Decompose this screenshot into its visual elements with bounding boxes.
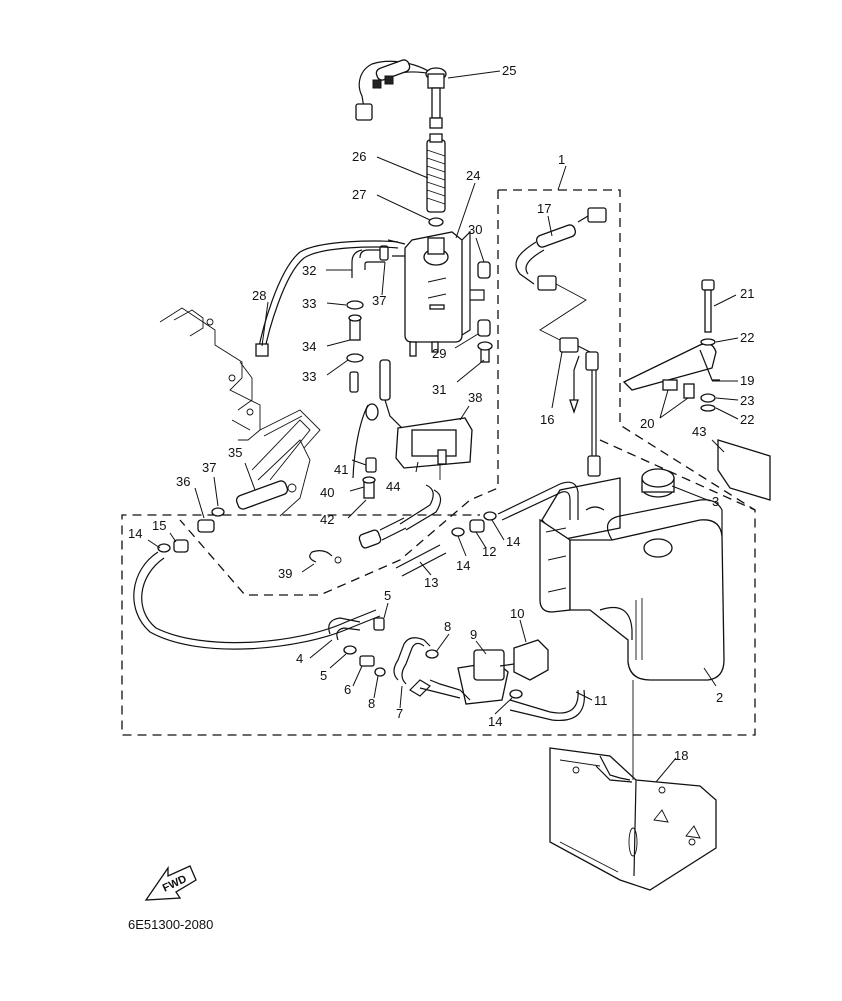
callout-36: 36	[176, 474, 190, 489]
assembly-boundaries	[121, 189, 756, 736]
tank-strap-19	[622, 342, 720, 399]
callout-1: 1	[558, 152, 565, 167]
callout-21: 21	[740, 286, 754, 301]
callout-12: 12	[482, 544, 496, 559]
main-oil-tank	[539, 468, 725, 681]
return-hose-loop	[133, 551, 381, 650]
callout-32: 32	[302, 263, 316, 278]
leader-lines	[147, 70, 739, 783]
callout-17: 17	[537, 201, 551, 216]
callout-22a: 22	[740, 330, 754, 345]
callout-16: 16	[540, 412, 554, 427]
clamps-and-fitting	[346, 300, 364, 393]
callout-14a: 14	[128, 526, 142, 541]
grommets-and-bolt	[470, 261, 493, 363]
fittings-40-41-42	[352, 404, 377, 499]
callout-4: 4	[296, 651, 303, 666]
hose-32-and-clip-37	[351, 245, 389, 278]
callout-20: 20	[640, 416, 654, 431]
callout-40: 40	[320, 485, 334, 500]
callout-14d: 14	[488, 714, 502, 729]
o-ring-27	[428, 217, 444, 227]
bolt-21	[700, 279, 716, 346]
callout-10: 10	[510, 606, 524, 621]
callout-35: 35	[228, 445, 242, 460]
oil-level-gauge-harness	[515, 207, 607, 477]
oil-level-sensor	[355, 59, 447, 129]
callout-8a: 8	[444, 619, 451, 634]
callout-41: 41	[334, 462, 348, 477]
lower-hoses-and-pump	[328, 617, 585, 722]
engine-bracket-35	[235, 409, 321, 517]
callout-22b: 22	[740, 412, 754, 427]
callout-15: 15	[152, 518, 166, 533]
callout-33a: 33	[302, 296, 316, 311]
callout-25: 25	[502, 63, 516, 78]
callout-2: 2	[716, 690, 723, 705]
callout-3: 3	[712, 494, 719, 509]
fwd-arrow-icon: FWD	[144, 865, 197, 901]
callout-30: 30	[468, 222, 482, 237]
hose-13	[395, 544, 447, 577]
callout-23: 23	[740, 393, 754, 408]
callout-5b: 5	[320, 668, 327, 683]
callout-31: 31	[432, 382, 446, 397]
callout-14b: 14	[506, 534, 520, 549]
tank-bracket-18	[549, 747, 717, 891]
callout-29: 29	[432, 346, 446, 361]
callout-6: 6	[344, 682, 351, 697]
callout-37b: 37	[202, 460, 216, 475]
callout-19: 19	[740, 373, 754, 388]
callout-44: 44	[386, 479, 400, 494]
callout-33b: 33	[302, 369, 316, 384]
engine-block-outline	[159, 307, 261, 441]
callout-24: 24	[466, 168, 480, 183]
callout-14c: 14	[456, 558, 470, 573]
drawing-code: 6E51300-2080	[128, 917, 213, 932]
oil-strainer-filter	[426, 133, 446, 213]
callout-18: 18	[674, 748, 688, 763]
callout-26: 26	[352, 149, 366, 164]
callout-34: 34	[302, 339, 316, 354]
callout-39: 39	[278, 566, 292, 581]
fitting-36-clip-37	[197, 507, 225, 533]
callout-37a: 37	[372, 293, 386, 308]
callout-8b: 8	[368, 696, 375, 711]
callout-42: 42	[320, 512, 334, 527]
callout-27: 27	[352, 187, 366, 202]
callouts: 25 26 27 24 1 17 30 32 28 37 37 33 34 29…	[128, 63, 754, 763]
callout-43: 43	[692, 424, 706, 439]
callout-7: 7	[396, 706, 403, 721]
callout-28: 28	[252, 288, 266, 303]
callout-11: 11	[594, 693, 608, 708]
clip-39	[309, 550, 342, 564]
callout-13: 13	[424, 575, 438, 590]
hose-44-and-connector	[358, 484, 442, 549]
fitting-15-clamp-14	[157, 539, 189, 553]
callout-38: 38	[468, 390, 482, 405]
label-plate-43	[717, 439, 771, 501]
valve-unit-38	[365, 359, 473, 480]
callout-9: 9	[470, 627, 477, 642]
sub-oil-tank	[387, 230, 471, 357]
fitting-12-clamp-14	[451, 511, 497, 537]
callout-5a: 5	[384, 588, 391, 603]
feed-hose	[497, 481, 579, 521]
nut-23-washer-22	[700, 393, 716, 412]
